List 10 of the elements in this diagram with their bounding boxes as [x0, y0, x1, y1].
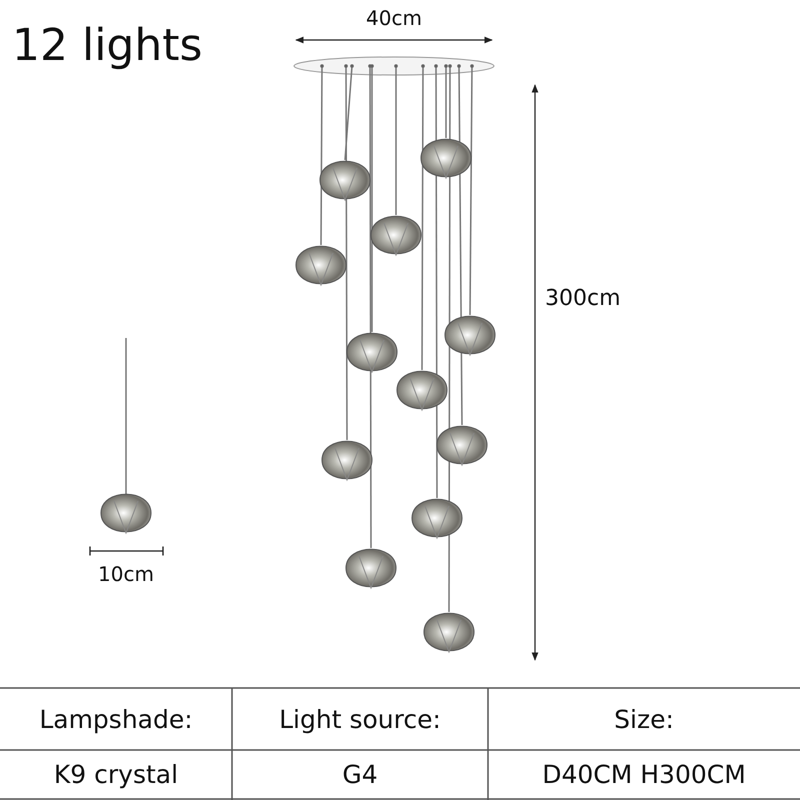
table-cell: G4 [342, 760, 378, 789]
table-cell: D40CM H300CM [542, 760, 746, 789]
table-cell: K9 crystal [54, 760, 178, 789]
table-header-cell: Light source: [279, 704, 441, 734]
dimension-label: 300cm [545, 286, 621, 311]
dimension-label: 10cm [98, 562, 154, 586]
table-header-cell: Lampshade: [39, 704, 193, 734]
table-header-cell: Size: [614, 704, 674, 734]
title: 12 lights [12, 20, 202, 71]
dimension-label: 40cm [366, 6, 422, 30]
